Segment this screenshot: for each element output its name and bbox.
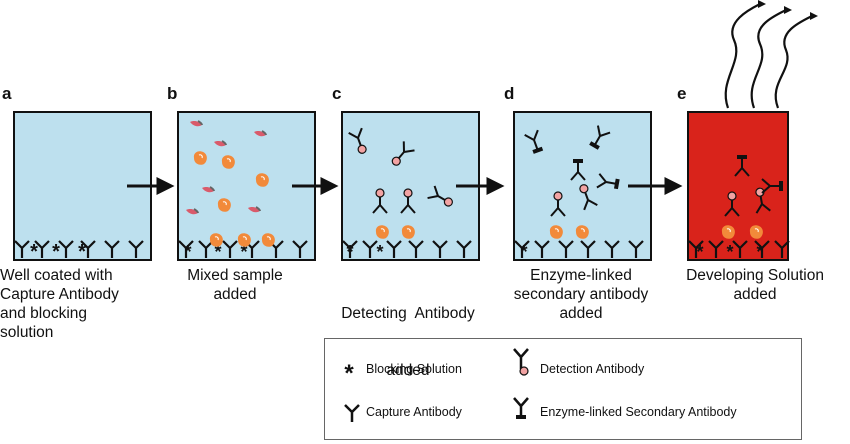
step-letter-d: d (504, 84, 515, 103)
signal-arrowheads (758, 0, 818, 20)
capture-symbol-icon (344, 404, 360, 422)
caption-d-line-1: Enzyme-linked (530, 267, 632, 284)
step-letter-a: a (2, 84, 12, 103)
caption-a-line-4: solution (0, 324, 54, 341)
detection-symbol-icon (513, 348, 529, 376)
well-e: * * * (687, 111, 791, 262)
step-letter-c: c (332, 84, 342, 103)
legend-blocking-label: Blocking Solution (366, 362, 462, 376)
legend-symbols: * (344, 348, 529, 422)
svg-text:*: * (376, 242, 383, 262)
blocking-symbol-icon: * (344, 360, 354, 387)
svg-text:*: * (726, 242, 733, 262)
svg-text:*: * (214, 242, 221, 262)
caption-c-line-1: Detecting Antibody (341, 305, 475, 322)
svg-text:*: * (184, 242, 191, 262)
svg-text:*: * (520, 242, 527, 262)
caption-e-line-1: Developing Solution (686, 267, 824, 284)
caption-d-line-3: added (559, 305, 603, 322)
signal-waves (724, 3, 813, 109)
caption-a-line-1: Well coated with (0, 267, 113, 284)
svg-text:*: * (30, 241, 38, 263)
step-letter-b: b (167, 84, 178, 103)
caption-b: Mixed sample added (160, 266, 310, 304)
legend-box (324, 338, 802, 440)
caption-d-line-2: secondary antibody (513, 286, 649, 303)
enzyme-symbol-icon (513, 397, 529, 419)
svg-text:*: * (78, 241, 86, 263)
caption-c-line-2: added (386, 362, 430, 379)
svg-text:*: * (696, 242, 703, 262)
svg-text:*: * (240, 242, 247, 262)
step-letter-e: e (677, 84, 687, 103)
legend-detection-label: Detection Antibody (540, 362, 645, 376)
caption-b-line-1: Mixed sample (187, 267, 283, 284)
caption-b-line-2: added (213, 286, 257, 303)
caption-d: Enzyme-linked secondary antibody added (496, 266, 666, 323)
legend-capture-label: Capture Antibody (366, 405, 462, 419)
caption-a: Well coated with Capture Antibody and bl… (0, 266, 160, 342)
svg-text:*: * (346, 242, 353, 262)
legend-enzyme-label: Enzyme-linked Secondary Antibody (540, 405, 737, 419)
caption-a-line-2: Capture Antibody (0, 286, 119, 303)
caption-e: Developing Solution added (664, 266, 846, 304)
caption-a-line-3: and blocking (0, 305, 88, 322)
caption-c: Detecting Antibody added (318, 266, 498, 399)
caption-e-line-2: added (733, 286, 777, 303)
svg-text:*: * (52, 241, 60, 263)
svg-text:*: * (756, 242, 763, 262)
